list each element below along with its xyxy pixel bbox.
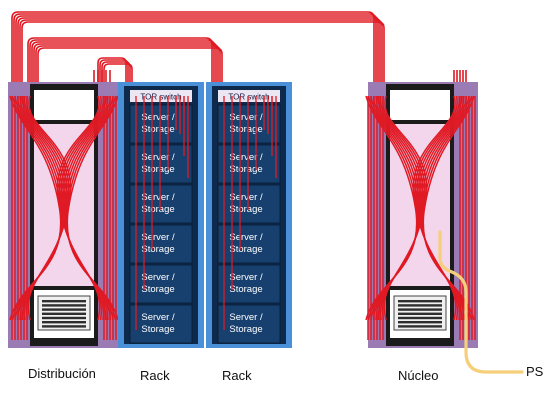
server-storage-label: Server / bbox=[141, 152, 175, 163]
server-storage-slot bbox=[217, 264, 281, 304]
server-storage-label: Server / bbox=[141, 312, 175, 323]
server-storage-slot bbox=[129, 224, 193, 264]
server-storage-label: Storage bbox=[229, 284, 262, 295]
vent-slat bbox=[42, 312, 86, 315]
server-storage-label: Server / bbox=[141, 112, 175, 123]
server-storage-label: Server / bbox=[141, 192, 175, 203]
distribution-cabinet bbox=[8, 82, 120, 348]
server-storage-slot bbox=[129, 104, 193, 144]
server-storage-slot bbox=[217, 224, 281, 264]
vent-slat bbox=[398, 308, 442, 311]
cabinet-cable bbox=[383, 95, 428, 321]
server-storage-label: Server / bbox=[229, 312, 263, 323]
cabinet-top-cover bbox=[34, 90, 94, 120]
vent-slat bbox=[398, 312, 442, 315]
overhead-cable bbox=[37, 47, 223, 96]
server-storage-label: Server / bbox=[141, 232, 175, 243]
vent-slat bbox=[42, 321, 86, 324]
vent-slat bbox=[398, 300, 442, 303]
distribution-label: Distribución bbox=[28, 366, 96, 381]
server-storage-slot bbox=[217, 104, 281, 144]
server-storage-label: Storage bbox=[229, 244, 262, 255]
power-supply-label: PS bbox=[526, 364, 544, 379]
server-storage-label: Server / bbox=[229, 192, 263, 203]
vent-slat bbox=[398, 321, 442, 324]
server-storage-label: Storage bbox=[141, 164, 174, 175]
vent-grille-icon bbox=[37, 295, 91, 331]
rack-1-label: Rack bbox=[140, 368, 170, 383]
cabinet-cable bbox=[56, 95, 101, 321]
overhead-cable bbox=[21, 21, 385, 96]
server-storage-slot bbox=[217, 184, 281, 224]
server-storage-slot bbox=[217, 304, 281, 344]
cabinet-cable bbox=[27, 95, 72, 321]
cable-bundle-icon bbox=[9, 95, 120, 340]
server-storage-label: Server / bbox=[229, 112, 263, 123]
vent-slat bbox=[42, 300, 86, 303]
vent-slat bbox=[42, 308, 86, 311]
core-label: Núcleo bbox=[398, 368, 439, 383]
core-cabinet bbox=[365, 82, 478, 348]
server-storage-label: Server / bbox=[229, 232, 263, 243]
server-storage-label: Storage bbox=[229, 204, 262, 215]
server-storage-label: Storage bbox=[141, 244, 174, 255]
server-storage-slot bbox=[217, 144, 281, 184]
cabinet-top-cover bbox=[390, 90, 450, 120]
server-storage-label: Storage bbox=[141, 284, 174, 295]
vent-slat bbox=[42, 325, 86, 328]
server-storage-slot bbox=[129, 144, 193, 184]
vent-slat bbox=[42, 316, 86, 320]
vent-grille-icon bbox=[393, 295, 447, 331]
tor-switch-label: TOR switch bbox=[140, 93, 181, 102]
overhead-cable bbox=[103, 63, 133, 96]
server-storage-slot bbox=[129, 184, 193, 224]
server-storage-label: Server / bbox=[141, 272, 175, 283]
rack-cable-bundle bbox=[223, 96, 277, 330]
server-storage-slot bbox=[129, 304, 193, 344]
server-storage-label: Storage bbox=[229, 124, 262, 135]
server-storage-label: Storage bbox=[229, 324, 262, 335]
server-storage-slot bbox=[129, 264, 193, 304]
vent-slat bbox=[398, 304, 442, 307]
server-storage-label: Storage bbox=[229, 164, 262, 175]
cable-bundle-icon bbox=[365, 95, 476, 340]
server-storage-label: Server / bbox=[229, 272, 263, 283]
tor-switch-label: TOR switch bbox=[228, 93, 269, 102]
rack-cable-bundle bbox=[135, 96, 189, 330]
server-storage-label: Server / bbox=[229, 152, 263, 163]
cabinet-cable bbox=[412, 95, 457, 321]
server-storage-label: Storage bbox=[141, 204, 174, 215]
vent-slat bbox=[398, 325, 442, 328]
server-storage-label: Storage bbox=[141, 124, 174, 135]
power-supply-cable bbox=[438, 230, 524, 374]
vent-slat bbox=[42, 304, 86, 307]
server-storage-label: Storage bbox=[141, 324, 174, 335]
vent-slat bbox=[398, 316, 442, 320]
rack-2-label: Rack bbox=[222, 368, 252, 383]
